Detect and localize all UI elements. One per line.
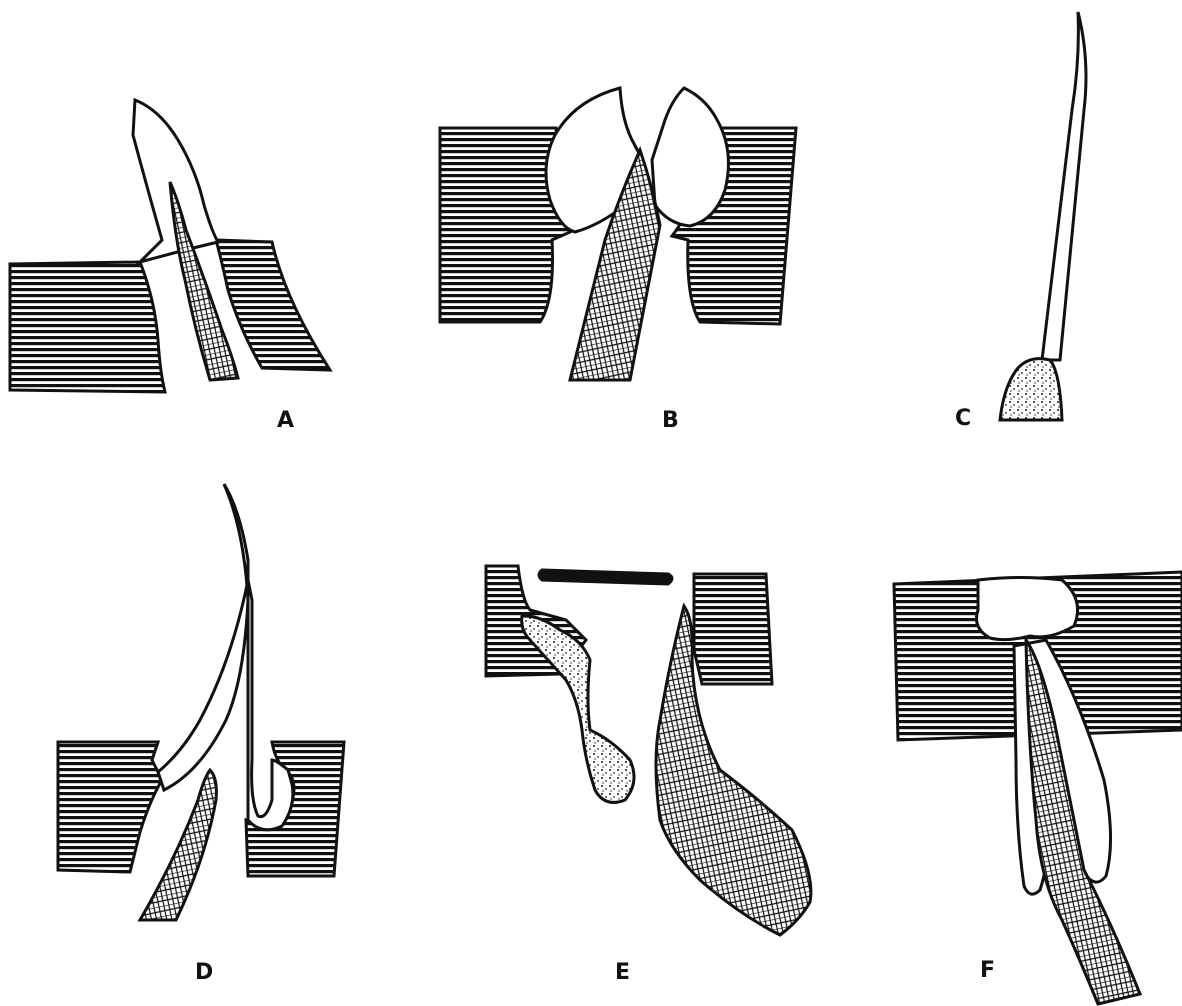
panel-d-blade <box>158 484 293 830</box>
panel-d-right-block <box>246 742 344 876</box>
panel-d <box>58 484 344 920</box>
panel-b-label: B <box>662 410 679 432</box>
panel-c <box>1000 12 1086 420</box>
panel-a <box>10 100 330 392</box>
panel-f-cup <box>977 578 1078 640</box>
panel-c-filament <box>1042 12 1086 360</box>
panel-d-label: D <box>195 962 213 984</box>
panel-c-base <box>1000 359 1062 420</box>
panel-e-label: E <box>615 962 630 984</box>
panel-d-left-block <box>58 742 162 872</box>
panel-e-stippled-body <box>522 616 634 803</box>
panel-b-right-lobe <box>652 88 728 226</box>
panel-c-label: C <box>955 408 971 430</box>
panel-e-top-bar <box>539 570 672 584</box>
panel-a-right-block <box>216 240 330 370</box>
panel-f <box>894 572 1182 1004</box>
panel-f-label: F <box>980 960 995 982</box>
panel-b <box>440 88 796 380</box>
panel-a-left-block <box>10 262 165 392</box>
panel-a-label: A <box>277 410 294 432</box>
panel-e <box>486 566 811 935</box>
panel-e-right-block <box>694 574 772 684</box>
